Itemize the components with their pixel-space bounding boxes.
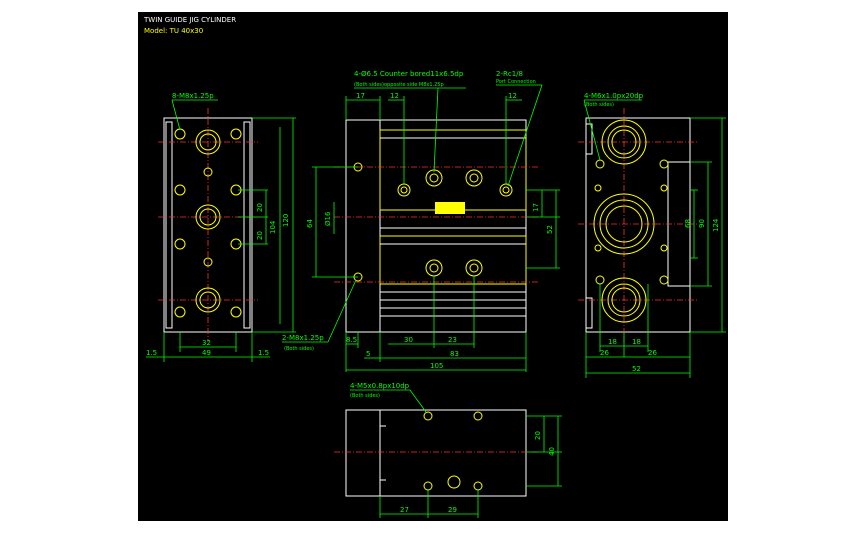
drawing-canvas: TWIN GUIDE JIG CYLINDER Model: TU 40x30 … <box>138 12 728 521</box>
right-view-dim-90: 90 <box>698 219 706 228</box>
left-view-dim-120: 120 <box>282 214 290 227</box>
side-view-body-outline <box>379 119 527 333</box>
right-view-dim-26a: 26 <box>600 349 609 357</box>
right-view-dim-124: 124 <box>712 218 720 232</box>
bottom-view-dim-29: 29 <box>448 506 457 514</box>
side-view-dim-12b: 12 <box>508 92 517 100</box>
side-view-body-lower <box>379 235 527 285</box>
drawing-title: TWIN GUIDE JIG CYLINDER <box>143 16 236 24</box>
cad-drawing: TWIN GUIDE JIG CYLINDER Model: TU 40x30 … <box>143 16 726 518</box>
side-view-dim-30: 30 <box>404 336 413 344</box>
side-view-dim-105: 105 <box>430 362 443 370</box>
left-view-dim-1-5a: 1.5 <box>146 349 157 357</box>
right-view-callout-note: (Both sides) <box>584 102 614 108</box>
left-view-rail-left <box>165 121 173 329</box>
side-view-dim-64: 64 <box>306 219 314 228</box>
right-view-dim-68: 68 <box>684 219 692 228</box>
right-view-dim-52: 52 <box>632 365 641 373</box>
bottom-view-dim-27: 27 <box>400 506 409 514</box>
bottom-view: 4-M5x0.8px10dp (Both sides) 20 40 27 29 <box>334 382 562 518</box>
bottom-view-plate <box>345 409 381 497</box>
side-view-nameplate <box>435 202 465 214</box>
left-view-dim-20b: 20 <box>256 231 264 240</box>
side-view-dim-17b: 17 <box>532 203 540 212</box>
side-view-callout-port: 2-Rc1/8 <box>496 70 523 78</box>
drawing-model: Model: TU 40x30 <box>144 27 203 35</box>
side-view-dim-16: Ø16 <box>324 211 332 226</box>
bottom-view-dim-20: 20 <box>534 431 542 440</box>
bottom-view-dim-40: 40 <box>548 447 556 456</box>
left-view-dim-20a: 20 <box>256 203 264 212</box>
left-view-dim-32: 32 <box>202 339 211 347</box>
left-view-callout-bottom-note: (Both sides) <box>284 346 314 352</box>
side-view-plate <box>345 119 381 333</box>
side-view-dim-83: 83 <box>450 350 459 358</box>
side-view-dim-8-5: 8.5 <box>346 336 357 344</box>
side-view-dim-12a: 12 <box>390 92 399 100</box>
side-view-dim-52: 52 <box>546 225 554 234</box>
side-view-dim-23: 23 <box>448 336 457 344</box>
right-view-dim-18a: 18 <box>608 338 617 346</box>
left-view: 8-M8x1.25p 120 104 20 20 32 49 1.5 1.5 <box>146 92 296 362</box>
left-view-dim-49: 49 <box>202 349 211 357</box>
side-view-callout-port-note: Port Connection <box>496 79 536 85</box>
side-view: 4-Ø6.5 Counter bored11x6.5dp (Both sides… <box>282 70 560 372</box>
right-view-dim-18b: 18 <box>632 338 641 346</box>
right-view-dim-26b: 26 <box>648 349 657 357</box>
left-view-callout-bottom: 2-M8x1.25p <box>282 334 324 342</box>
side-view-callout-cbore: 4-Ø6.5 Counter bored11x6.5dp <box>354 70 464 78</box>
left-view-dim-104: 104 <box>269 220 277 234</box>
bottom-view-holes <box>423 411 483 491</box>
left-view-rail-right <box>243 121 251 329</box>
bottom-view-callout: 4-M5x0.8px10dp <box>350 382 410 390</box>
right-view-callout: 4-M6x1.0px20dp <box>584 92 644 100</box>
side-view-callout-cbore-note: (Both sides)opposite side M8x1.25p <box>354 82 444 88</box>
side-view-holes <box>353 162 513 282</box>
right-view: 4-M6x1.0px20dp (Both sides) 68 90 124 18… <box>578 92 726 378</box>
bottom-view-body <box>379 409 527 497</box>
left-view-callout-top: 8-M8x1.25p <box>172 92 214 100</box>
side-view-dim-5: 5 <box>366 350 370 358</box>
right-view-bores <box>593 119 669 323</box>
side-view-body-upper <box>379 129 527 211</box>
side-view-dim-17a: 17 <box>356 92 365 100</box>
left-view-dim-1-5b: 1.5 <box>258 349 269 357</box>
bottom-view-callout-note: (Both sides) <box>350 393 380 399</box>
